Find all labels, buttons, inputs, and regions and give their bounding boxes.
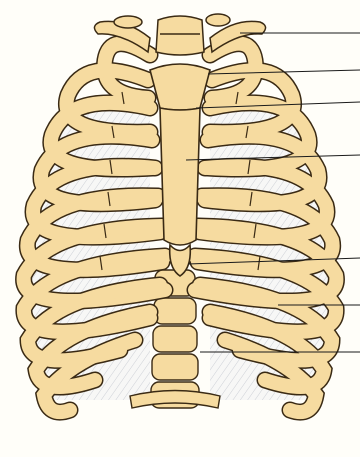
manubrium	[150, 64, 210, 110]
sternum-body	[160, 108, 200, 245]
upper-vertebra	[156, 16, 204, 55]
